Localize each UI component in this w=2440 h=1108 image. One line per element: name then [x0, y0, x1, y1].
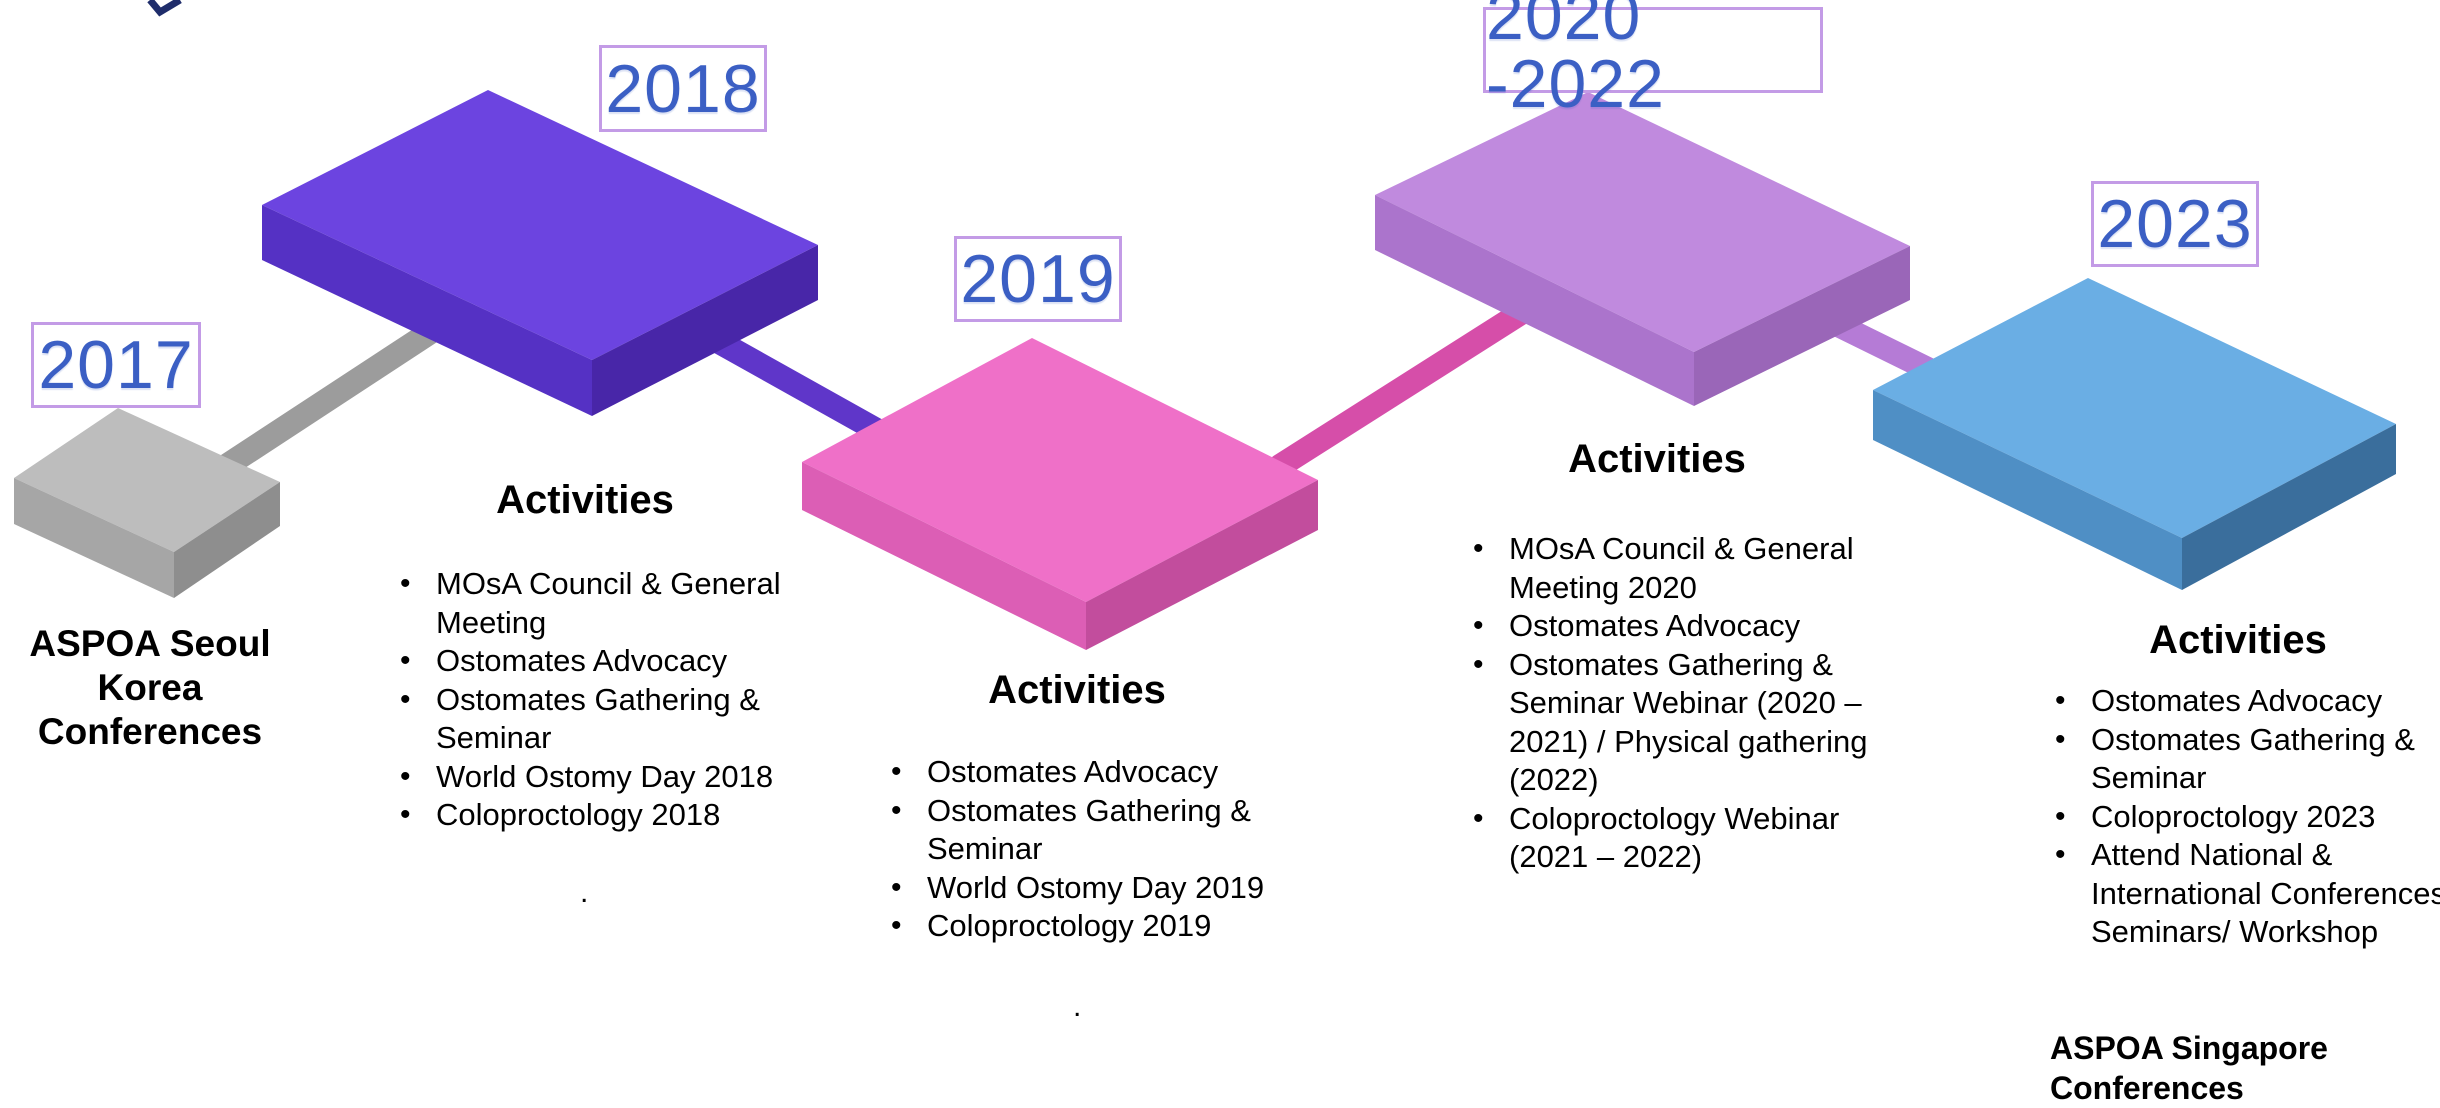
- stage-2020-heading: Activities: [1568, 437, 1746, 481]
- stage-2020-slab: [1375, 92, 1910, 406]
- year-label-2019: 2019: [954, 236, 1122, 322]
- connector-2019-2020: [1268, 294, 1544, 478]
- stage-2019-activity-list: Ostomates Advocacy Ostomates Gathering &…: [891, 753, 1327, 946]
- stage-2019-slab: [802, 338, 1318, 650]
- list-item: MOsA Council & General Meeting 2020: [1473, 530, 1909, 607]
- stage-2018-heading: Activities: [496, 478, 674, 522]
- year-label-2023: 2023: [2091, 181, 2259, 267]
- stage-2017-caption: ASPOA Seoul Korea Conferences: [29, 623, 271, 752]
- stage-2023-caption: ASPOA Singapore Conferences: [2050, 1030, 2328, 1106]
- list-item: Coloproctology 2023: [2055, 798, 2440, 837]
- year-label-2018: 2018: [599, 45, 767, 132]
- stage-2023-activity-list: Ostomates Advocacy Ostomates Gathering &…: [2055, 682, 2440, 952]
- stage-2020-activity-list: MOsA Council & General Meeting 2020 Osto…: [1473, 530, 1909, 877]
- stage-2017-slab: [14, 408, 280, 598]
- list-item: MOsA Council & General Meeting: [400, 565, 856, 642]
- list-item: Attend National & International Conferen…: [2055, 836, 2440, 952]
- year-label-2020-2022: 2020 -2022: [1483, 0, 1823, 118]
- logo-fragment-icon: [147, 0, 182, 17]
- list-item: Coloproctology Webinar (2021 – 2022): [1473, 800, 1909, 877]
- stage-2023-heading: Activities: [2149, 618, 2327, 662]
- list-item: Coloproctology 2018: [400, 796, 856, 835]
- list-item: Ostomates Gathering & Seminar: [2055, 721, 2440, 798]
- year-label-2017: 2017: [31, 322, 201, 408]
- list-item: Ostomates Advocacy: [891, 753, 1327, 792]
- list-item: Coloproctology 2019: [891, 907, 1327, 946]
- list-item: World Ostomy Day 2019: [891, 869, 1327, 908]
- list-item: Ostomates Gathering & Seminar: [400, 681, 856, 758]
- stage-2023-slab: [1873, 278, 2396, 590]
- connector-2017-2018: [208, 306, 464, 482]
- list-item: Ostomates Gathering & Seminar: [891, 792, 1327, 869]
- stage-2018-footnote: .: [580, 876, 589, 909]
- list-item: Ostomates Gathering & Seminar Webinar (2…: [1473, 646, 1909, 800]
- stage-2019-heading: Activities: [988, 668, 1166, 712]
- list-item: World Ostomy Day 2018: [400, 758, 856, 797]
- list-item: Ostomates Advocacy: [2055, 682, 2440, 721]
- list-item: Ostomates Advocacy: [1473, 607, 1909, 646]
- stage-2019-footnote: .: [1073, 990, 1082, 1023]
- stage-2018-activity-list: MOsA Council & General Meeting Ostomates…: [400, 565, 856, 835]
- connector-2018-2019: [700, 326, 892, 444]
- stage-2018-slab: [262, 90, 818, 416]
- list-item: Ostomates Advocacy: [400, 642, 856, 681]
